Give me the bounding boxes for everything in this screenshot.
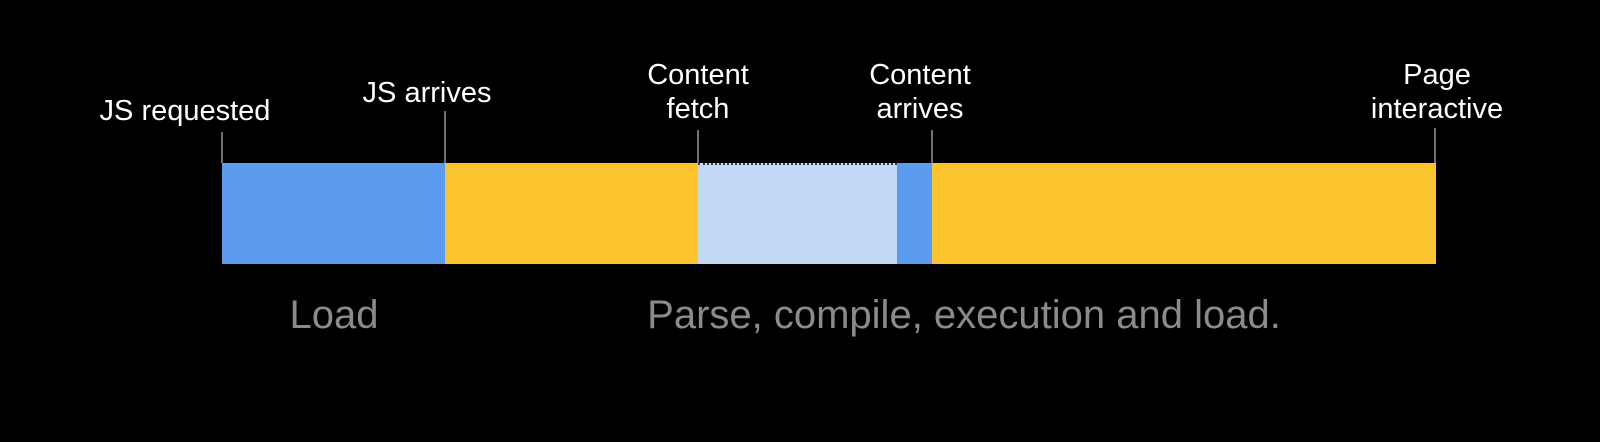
- marker-label-js-arrives: JS arrives: [362, 77, 492, 109]
- marker-label-content-fetch: Content fetch: [647, 59, 749, 125]
- phase-label-parse: Parse, compile, execution and load.: [647, 293, 1281, 337]
- phase-label-load: Load: [289, 293, 379, 337]
- tick-js-arrives: [444, 111, 446, 163]
- marker-label-page-interactive: Page interactive: [1370, 59, 1504, 125]
- segment-js-download: [222, 163, 445, 264]
- tick-content-fetch: [697, 130, 699, 163]
- segment-content-fetch: [698, 163, 897, 264]
- timeline-bar: [222, 163, 1436, 264]
- marker-label-js-requested: JS requested: [99, 95, 271, 127]
- segment-execute-load: [932, 163, 1436, 264]
- segment-parse-compile-1: [445, 163, 698, 264]
- marker-label-content-arrives: Content arrives: [869, 59, 971, 125]
- segment-content-arrives: [897, 163, 932, 264]
- tick-js-requested: [221, 132, 223, 163]
- tick-page-interactive: [1434, 128, 1436, 163]
- tick-content-arrives: [931, 130, 933, 163]
